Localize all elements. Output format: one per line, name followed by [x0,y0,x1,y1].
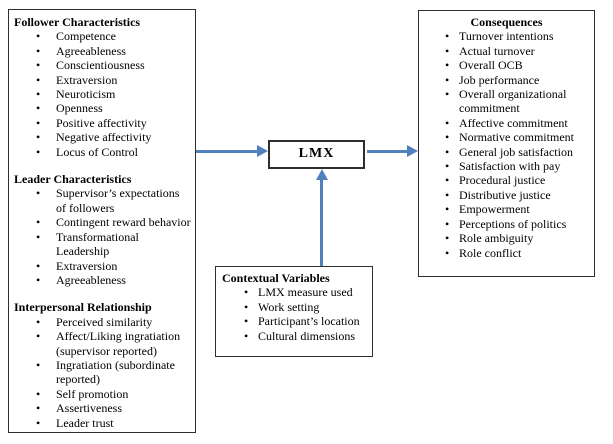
list-item: Neuroticism [36,87,192,102]
list-item: Extraversion [36,73,192,88]
section-title-interpersonal-relationship: Interpersonal Relationship [14,300,152,315]
list-item: Distributive justice [445,188,590,203]
arrow-head-up-icon [316,169,328,180]
section-title-follower-characteristics: Follower Characteristics [14,15,141,29]
list-item: Negative affectivity [36,130,192,145]
arrow-head-right-icon [257,145,268,157]
antecedents-box: Follower Characteristics CompetenceAgree… [8,9,196,433]
lmx-label: LMX [298,146,335,162]
list-item: Normative commitment [445,130,590,145]
arrow-head-right-icon [407,145,418,157]
list-item: Affect/Liking ingratiation (supervisor r… [36,329,192,358]
consequences-title: Consequences [470,15,543,29]
consequences-box: Consequences Turnover intentionsActual t… [418,10,595,277]
contextual-variables-list: LMX measure usedWork settingParticipant’… [222,285,369,343]
list-item: General job satisfaction [445,145,590,160]
list-item: Satisfaction with pay [445,159,590,174]
list-item: Conscientiousness [36,58,192,73]
leader-characteristics-list: Supervisor’s expectations of followersCo… [14,186,192,287]
list-item: Affective commitment [445,116,590,131]
list-item: Leader trust [36,416,192,431]
section-title-leader-characteristics: Leader Characteristics [14,172,132,187]
list-item: Procedural justice [445,173,590,188]
list-item: Self promotion [36,387,192,402]
list-item: Positive affectivity [36,116,192,131]
list-item: Job performance [445,73,590,88]
follower-characteristics-list: CompetenceAgreeablenessConscientiousness… [14,29,192,159]
list-item: Supervisor’s expectations of followers [36,186,192,215]
list-item: Role ambiguity [445,231,590,246]
list-item: Perceptions of politics [445,217,590,232]
list-item: Perceived similarity [36,315,192,330]
lmx-box: LMX [268,140,365,169]
section-leader-characteristics: Leader Characteristics Supervisor’s expe… [14,172,192,288]
list-item: Contingent reward behavior [36,215,192,230]
list-item: Transformational Leadership [36,230,192,259]
contextual-variables-title: Contextual Variables [222,271,330,285]
list-item: Extraversion [36,259,192,274]
list-item: Role conflict [445,246,590,261]
list-item: Competence [36,29,192,44]
arrow-antecedents-to-lmx [196,150,258,153]
arrow-contextual-to-lmx [320,179,323,266]
list-item: Overall OCB [445,58,590,73]
list-item: Overall organizational commitment [445,87,590,116]
list-item: Work setting [244,300,369,315]
list-item: Locus of Control [36,145,192,160]
list-item: Turnover intentions [445,29,590,44]
list-item: Assertiveness [36,401,192,416]
list-item: Agreeableness [36,273,192,288]
list-item: LMX measure used [244,285,369,300]
contextual-variables-box: Contextual Variables LMX measure usedWor… [215,266,373,357]
list-item: Empowerment [445,202,590,217]
section-interpersonal-relationship: Interpersonal Relationship Perceived sim… [14,300,192,430]
list-item: Openness [36,101,192,116]
consequences-list: Turnover intentionsActual turnoverOveral… [423,29,590,260]
list-item: Actual turnover [445,44,590,59]
list-item: Participant’s location [244,314,369,329]
list-item: Agreeableness [36,44,192,59]
interpersonal-relationship-list: Perceived similarityAffect/Liking ingrat… [14,315,192,431]
list-item: Cultural dimensions [244,329,369,344]
arrow-lmx-to-consequences [367,150,408,153]
section-follower-characteristics: Follower Characteristics CompetenceAgree… [14,15,192,159]
list-item: Ingratiation (subordinate reported) [36,358,192,387]
